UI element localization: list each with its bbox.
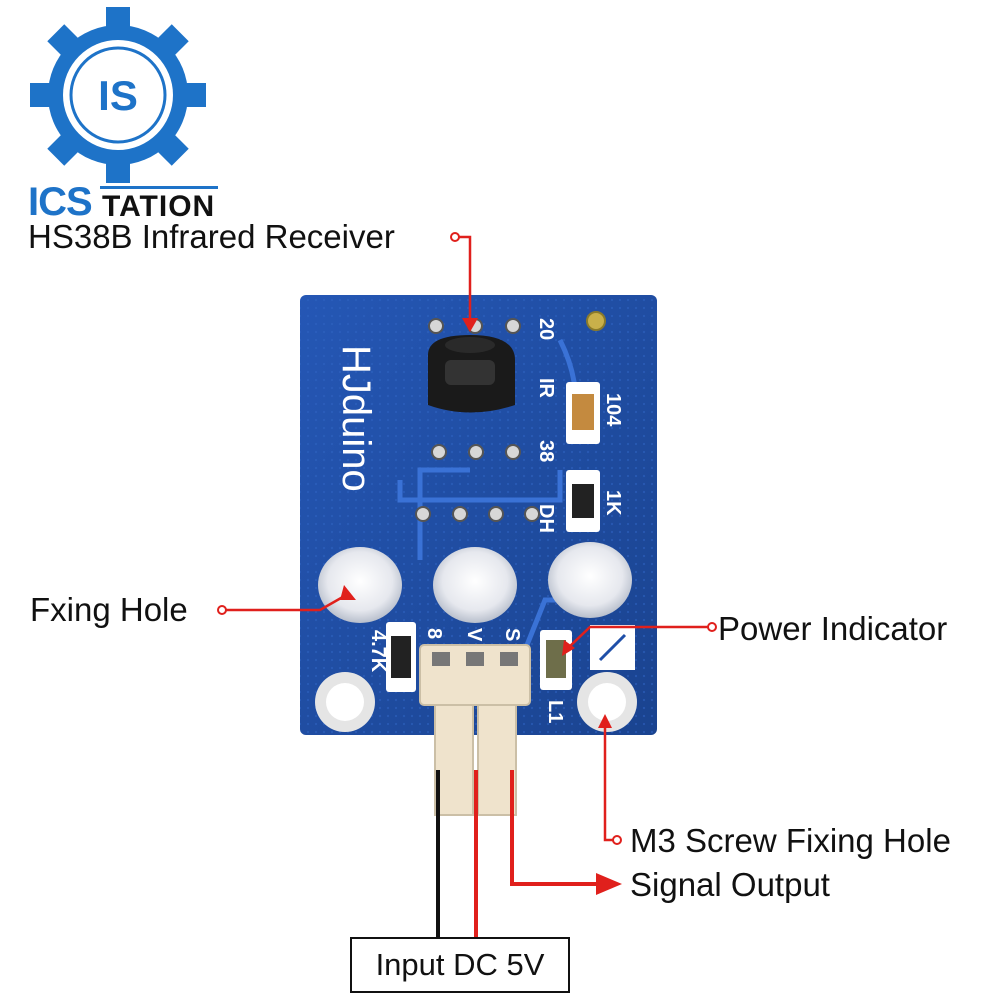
silk-mark: 4.7K — [367, 630, 389, 673]
ir-receiver-component — [428, 335, 515, 413]
arrow-screw-icon — [598, 714, 612, 728]
label-fixing-hole: Fxing Hole — [30, 591, 188, 628]
silk-mark: L1 — [544, 700, 566, 723]
silk-mark: 20 — [535, 318, 557, 340]
leader-power — [567, 625, 712, 649]
logo-gear-icon — [30, 7, 206, 183]
logo-monogram: IS — [98, 72, 138, 119]
silk-mark: 8 — [423, 628, 445, 639]
silk-mark: DH — [535, 504, 557, 533]
silk-hjduino: HJduino — [334, 345, 378, 492]
label-receiver: HS38B Infrared Receiver — [28, 218, 395, 255]
label-power-indicator: Power Indicator — [718, 610, 948, 647]
jst-connector — [419, 644, 531, 816]
signal-arrow-icon — [596, 873, 622, 895]
arrow-fixing-icon — [340, 585, 356, 600]
brand-name-part1: ICS — [28, 180, 93, 224]
arrow-power-icon — [562, 640, 575, 656]
smd-resistor-4k7 — [386, 622, 416, 692]
fixing-holes — [318, 542, 632, 623]
leader-fixing-hole — [222, 592, 349, 612]
leader-screw — [603, 728, 617, 842]
wire-signal — [510, 770, 600, 886]
silk-mark: 1K — [602, 490, 624, 516]
brand-underline — [100, 186, 218, 189]
silk-mark: 104 — [602, 393, 624, 427]
smd-capacitor — [566, 382, 600, 444]
silk-mark: IR — [535, 378, 557, 399]
label-signal-output: Signal Output — [630, 866, 830, 903]
brand-name-part2: TATION — [102, 190, 216, 223]
smd-resistor-1k — [566, 470, 600, 532]
label-screw-hole: M3 Screw Fixing Hole — [630, 822, 951, 859]
silk-mark: V — [463, 628, 485, 642]
silk-mark: 38 — [535, 440, 557, 462]
arrow-receiver-icon — [462, 318, 478, 332]
pcb-via-icon — [586, 311, 606, 331]
label-input-voltage: Input DC 5V — [350, 937, 570, 993]
silk-mark: S — [501, 628, 523, 641]
m3-screw-holes — [315, 672, 637, 732]
power-led-component — [540, 630, 572, 690]
